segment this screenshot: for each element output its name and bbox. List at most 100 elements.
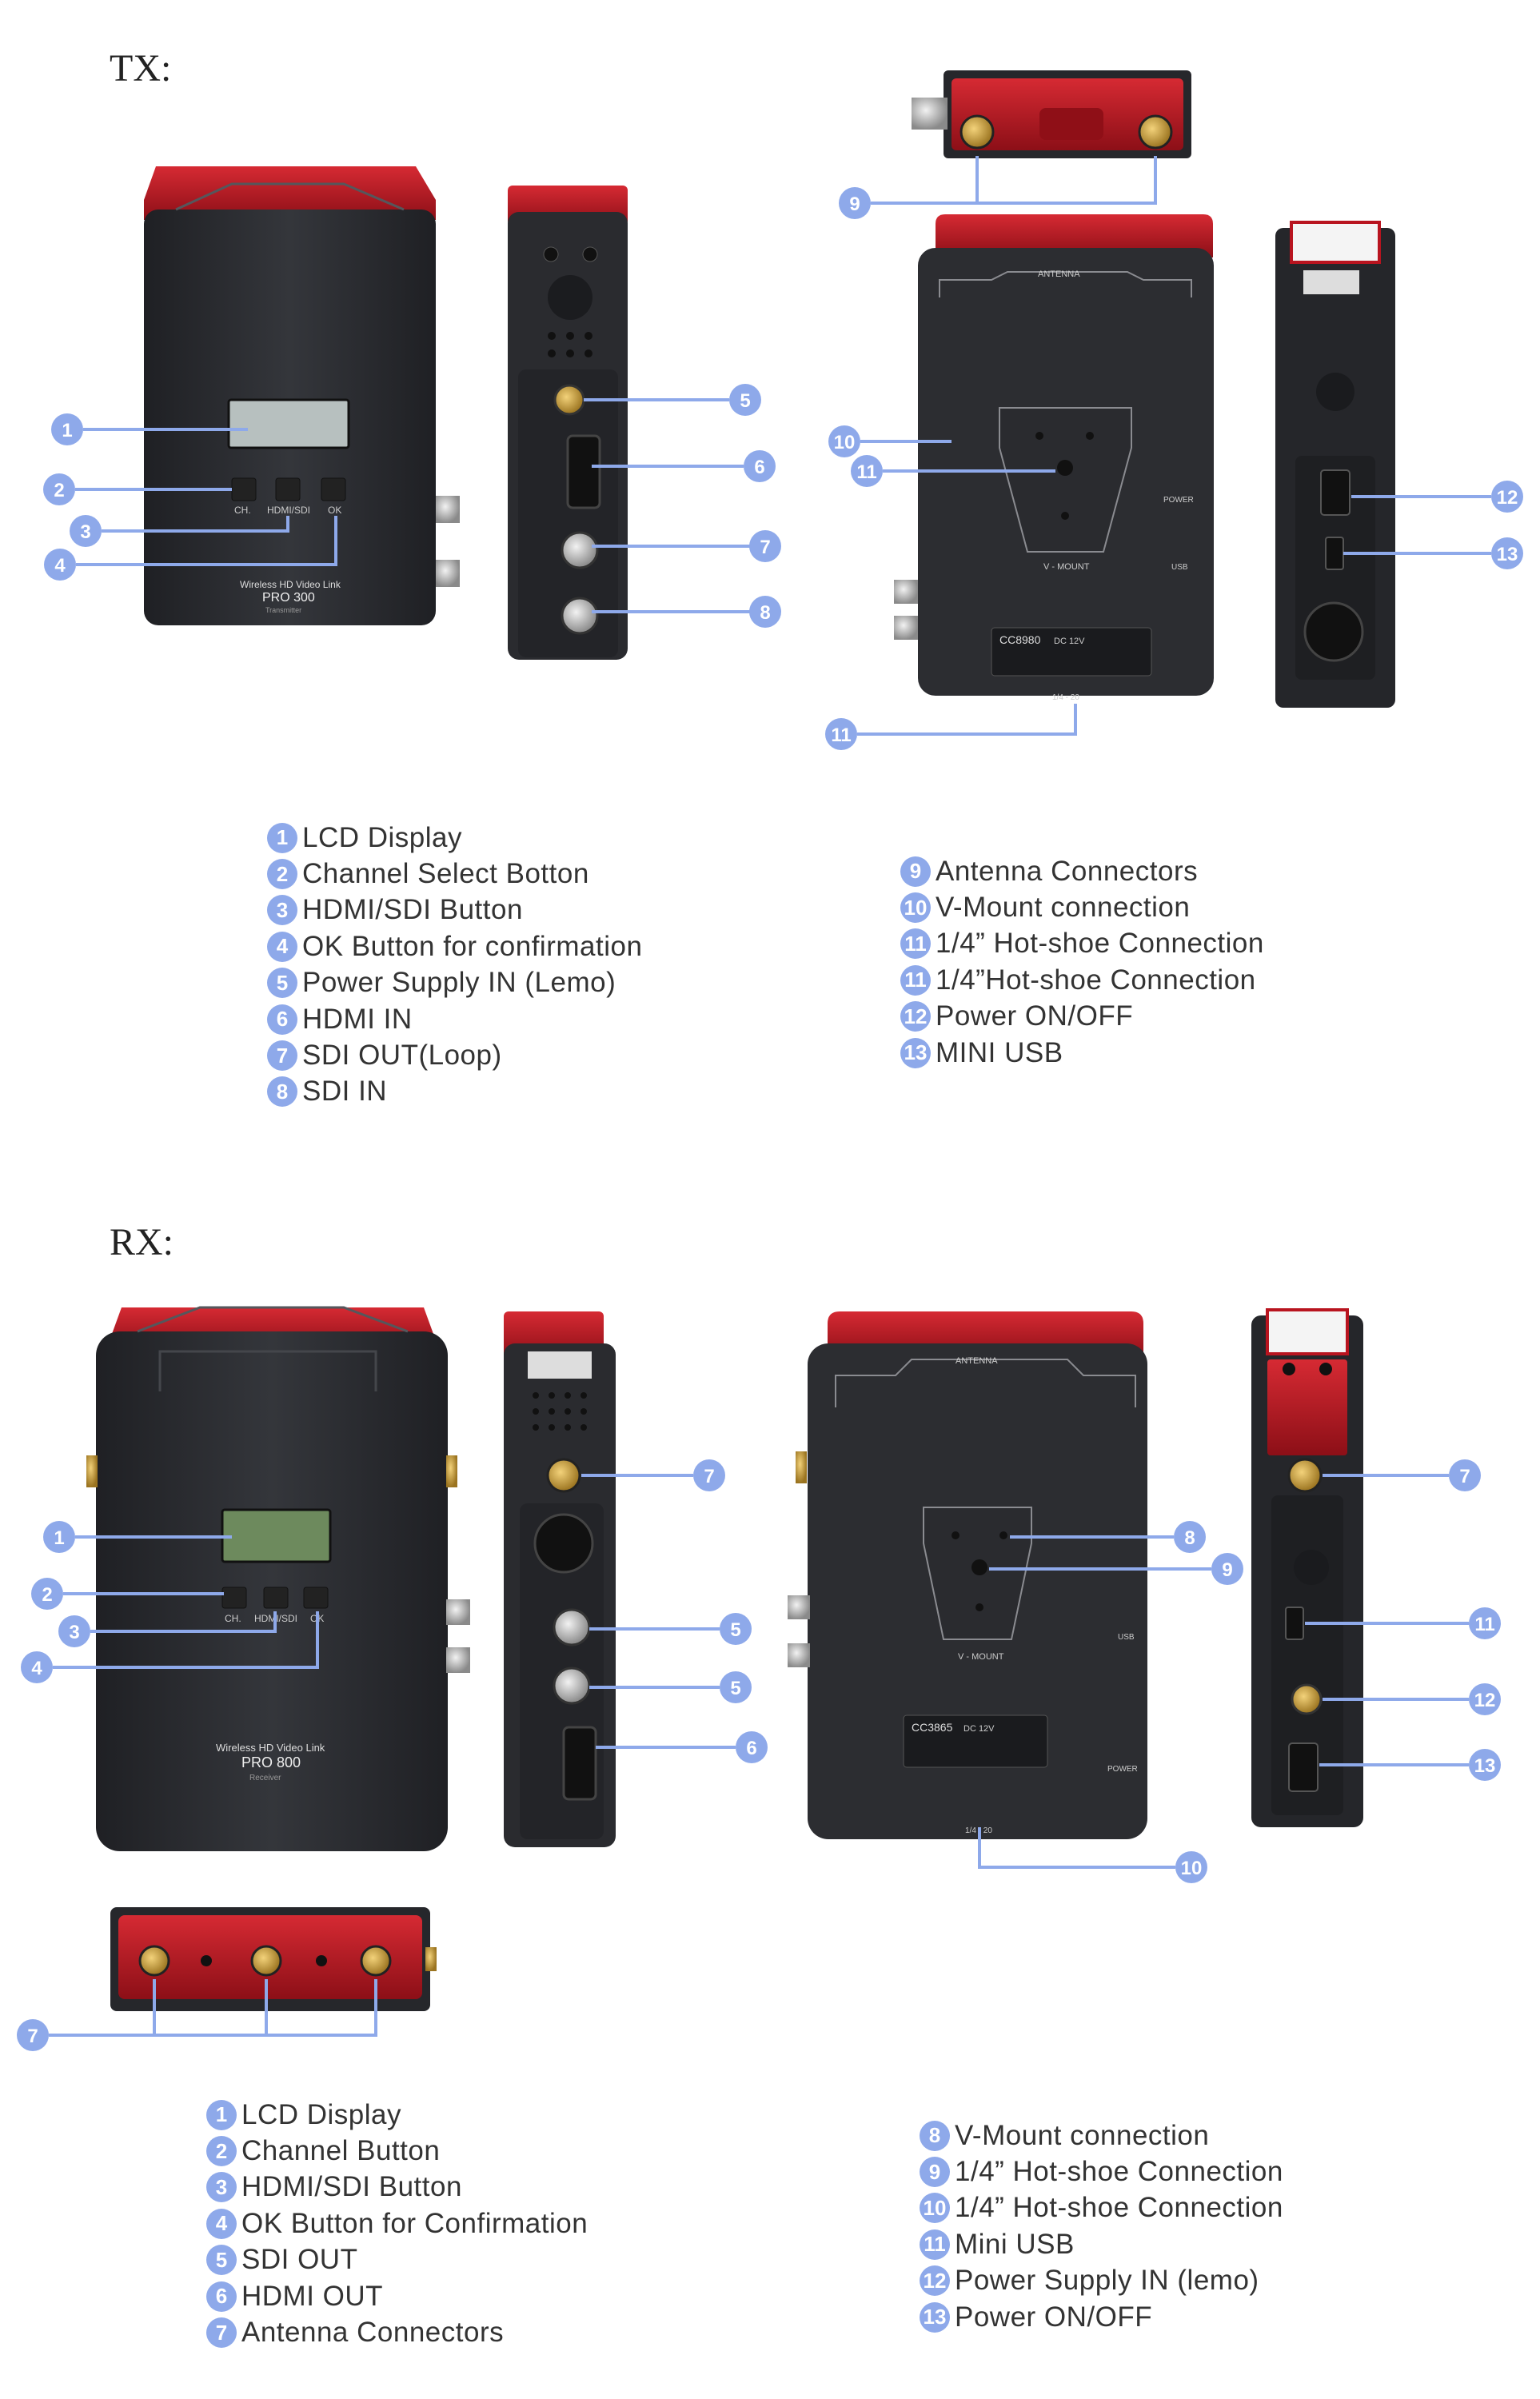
rx-side-unit bbox=[504, 1311, 616, 1847]
tx-back-model: CC8980 bbox=[999, 633, 1041, 646]
svg-text:10: 10 bbox=[1181, 1858, 1203, 1879]
legend-label: 1/4” Hot-shoe Connection bbox=[955, 2192, 1283, 2224]
tx-back-usb-label: USB bbox=[1171, 563, 1188, 572]
legend-label: LCD Display bbox=[241, 2098, 401, 2130]
rx-antenna-connector-2[interactable] bbox=[250, 1945, 282, 1977]
rx-hotshoe-vmount[interactable] bbox=[971, 1559, 987, 1575]
rx-hdmi-sdi-button[interactable] bbox=[263, 1587, 289, 1609]
legend-label: 1/4” Hot-shoe Connection bbox=[936, 928, 1264, 960]
legend-badge: 12 bbox=[920, 2265, 950, 2297]
legend-badge: 5 bbox=[267, 968, 297, 999]
rx-back-model: CC3865 bbox=[912, 1721, 953, 1734]
rx-side-antenna-connector-right[interactable] bbox=[1287, 1458, 1323, 1493]
tx-hotshoe-vmount[interactable] bbox=[1057, 460, 1073, 476]
tx-back-unit: ANTENNA V - MOUNT POWER USB CC8980 DC 12… bbox=[894, 214, 1214, 702]
tx-antenna-connector-right[interactable] bbox=[1138, 114, 1173, 150]
legend-label: Power ON/OFF bbox=[955, 2301, 1153, 2333]
rx-sdi-out-port-1[interactable] bbox=[553, 1608, 591, 1647]
legend-badge: 11 bbox=[900, 928, 931, 960]
rx-back-vmount-label: V - MOUNT bbox=[958, 1652, 1004, 1662]
legend-badge: 13 bbox=[900, 1037, 931, 1068]
legend-badge: 12 bbox=[900, 1001, 931, 1032]
svg-text:12: 12 bbox=[1497, 487, 1518, 509]
legend-label: Antenna Connectors bbox=[241, 2317, 505, 2349]
svg-text:7: 7 bbox=[704, 1466, 714, 1487]
rx-btn-ch-label: CH. bbox=[225, 1613, 241, 1624]
rx-ok-button[interactable] bbox=[303, 1587, 329, 1609]
legend-label: 1/4”Hot-shoe Connection bbox=[936, 964, 1256, 996]
svg-text:4: 4 bbox=[31, 1658, 42, 1679]
tx-btn-hdmi-sdi-label: HDMI/SDI bbox=[267, 505, 310, 516]
legend-badge: 9 bbox=[920, 2157, 950, 2188]
rx-hdmi-out-port[interactable] bbox=[562, 1726, 597, 1801]
tx-sdi-out-port[interactable] bbox=[561, 531, 599, 569]
svg-text:11: 11 bbox=[1474, 1614, 1494, 1635]
rx-lemo-power-port[interactable] bbox=[1291, 1683, 1323, 1715]
rx-antenna-connector-1[interactable] bbox=[138, 1945, 170, 1977]
rx-back-power-label: POWER bbox=[1107, 1765, 1138, 1774]
svg-text:5: 5 bbox=[730, 1678, 740, 1699]
tx-mini-usb-port[interactable] bbox=[1325, 537, 1344, 570]
legend-label: OK Button for Confirmation bbox=[241, 2207, 588, 2239]
rx-back-antenna-label: ANTENNA bbox=[956, 1356, 998, 1366]
rx-mini-usb-port[interactable] bbox=[1285, 1607, 1304, 1640]
rx-ch-button[interactable] bbox=[221, 1587, 247, 1609]
tx-sdi-in-port[interactable] bbox=[561, 597, 599, 635]
legend-badge: 4 bbox=[267, 931, 297, 962]
tx-ch-button[interactable] bbox=[231, 477, 257, 501]
tx-antenna-connector-left[interactable] bbox=[960, 114, 995, 150]
rx-callout-badges: 1 2 3 4 7 5 5 6 8 9 10 7 11 12 13 7 bbox=[17, 1459, 1501, 2051]
tx-lcd-display bbox=[227, 398, 350, 449]
svg-text:11: 11 bbox=[856, 461, 876, 483]
legend-label: Channel Button bbox=[241, 2135, 441, 2167]
svg-text:4: 4 bbox=[54, 555, 66, 577]
legend-label: Power Supply IN (lemo) bbox=[955, 2265, 1259, 2297]
svg-text:2: 2 bbox=[54, 480, 64, 501]
rx-sdi-out-port-2[interactable] bbox=[553, 1667, 591, 1705]
tx-lemo-power-port[interactable] bbox=[553, 384, 585, 416]
legend-label: Channel Select Botton bbox=[302, 858, 589, 890]
svg-text:5: 5 bbox=[730, 1619, 740, 1641]
legend-badge: 9 bbox=[900, 856, 931, 887]
svg-text:7: 7 bbox=[1459, 1466, 1470, 1487]
legend-badge: 7 bbox=[267, 1040, 297, 1072]
tx-callouts bbox=[75, 156, 1491, 736]
svg-text:13: 13 bbox=[1474, 1755, 1496, 1777]
legend-label: Antenna Connectors bbox=[936, 855, 1199, 887]
tx-hdmi-sdi-button[interactable] bbox=[275, 477, 301, 501]
rx-antenna-connector-3[interactable] bbox=[360, 1945, 392, 1977]
legend-badge: 3 bbox=[206, 2172, 237, 2203]
tx-vmount-plate bbox=[999, 407, 1132, 553]
tx-power-switch[interactable] bbox=[1320, 469, 1350, 516]
legend-badge: 3 bbox=[267, 895, 297, 926]
rx-vmount-hole[interactable] bbox=[999, 1531, 1007, 1539]
legend-label: Power ON/OFF bbox=[936, 1000, 1134, 1032]
legend-label: SDI OUT(Loop) bbox=[302, 1040, 502, 1072]
legend-label: SDI IN bbox=[302, 1076, 388, 1108]
rx-back-spec: DC 12V bbox=[963, 1724, 995, 1734]
svg-text:12: 12 bbox=[1474, 1690, 1496, 1711]
rx-power-switch[interactable] bbox=[1288, 1742, 1319, 1792]
tx-ok-button[interactable] bbox=[321, 477, 346, 501]
tx-hdmi-in-port[interactable] bbox=[566, 434, 601, 509]
svg-text:10: 10 bbox=[834, 432, 856, 453]
rx-back-unit: ANTENNA V - MOUNT USB POWER CC3865 DC 12… bbox=[788, 1311, 1147, 1839]
legend-badge: 6 bbox=[206, 2281, 237, 2312]
legend-badge: 13 bbox=[920, 2301, 950, 2333]
tx-callout-badges: 1 2 3 4 5 6 7 8 9 10 11 11 12 13 bbox=[43, 187, 1523, 750]
legend-badge: 7 bbox=[206, 2317, 237, 2349]
rx-side-antenna-connector[interactable] bbox=[546, 1458, 581, 1493]
tx-front-unit: CH. HDMI/SDI OK Wireless HD Video Link P… bbox=[144, 166, 460, 625]
rx-lcd-display bbox=[221, 1508, 332, 1563]
